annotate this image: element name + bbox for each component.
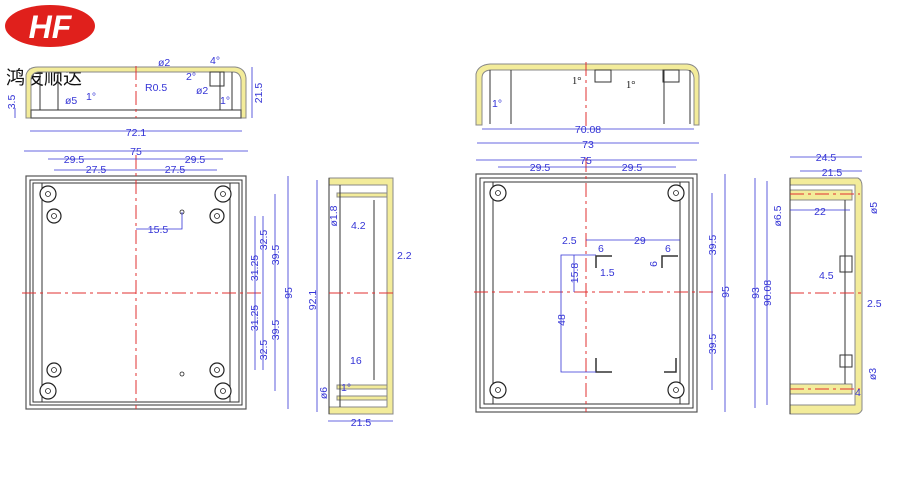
dim-1deg-side: 1° xyxy=(341,382,351,394)
dim-31-25-top: 31.25 xyxy=(249,255,261,281)
dim-3-5: 3.5 xyxy=(6,95,18,110)
dim-39-5-bottom: 39.5 xyxy=(270,320,282,341)
dim-29: 29 xyxy=(634,235,646,247)
dim-r0-5: R0.5 xyxy=(145,82,167,94)
dim-21-5-side: 21.5 xyxy=(351,417,372,429)
dim-2-5-side: 2.5 xyxy=(867,298,882,310)
dim-phi5-r: ø5 xyxy=(868,202,880,214)
dim-95: 95 xyxy=(283,287,295,299)
dim-48: 48 xyxy=(556,314,568,326)
dim-4-5: 4.5 xyxy=(819,270,834,282)
dim-phi3: ø3 xyxy=(867,368,879,380)
dim-29-5-r-right: 29.5 xyxy=(622,162,643,174)
dim-2deg: 2° xyxy=(186,71,196,83)
dim-90-08: 90.08 xyxy=(762,280,774,306)
dim-39-5-top: 39.5 xyxy=(270,245,282,266)
dim-phi2: ø2 xyxy=(158,57,170,69)
dim-4deg: 4° xyxy=(210,55,220,67)
dim-15-5: 15.5 xyxy=(148,224,169,236)
dim-92-1: 92.1 xyxy=(307,290,319,311)
right-plan-view: 75 29.5 29.5 95 39.5 39.5 2.5 29 6 6 6 1… xyxy=(474,155,732,413)
dim-4-2: 4.2 xyxy=(351,220,366,232)
dim-phi6: ø6 xyxy=(318,387,330,399)
dim-75-r: 75 xyxy=(580,155,592,167)
dim-31-25-bottom: 31.25 xyxy=(249,305,261,331)
dim-15-8: 15.8 xyxy=(569,263,581,284)
logo-text: HF xyxy=(29,9,73,45)
dim-27-5-left: 27.5 xyxy=(86,164,107,176)
dim-1deg-a: 1° xyxy=(572,76,581,87)
dim-phi5: ø5 xyxy=(65,95,77,107)
dim-24-5: 24.5 xyxy=(816,152,837,164)
dim-16: 16 xyxy=(350,355,362,367)
dim-29-5-r-left: 29.5 xyxy=(530,162,551,174)
left-side-view: 92.1 21.5 ø1.8 4.2 2.2 16 ø6 1° xyxy=(307,177,412,429)
dim-1deg-c: 1° xyxy=(492,98,502,110)
dim-29-5-left: 29.5 xyxy=(64,154,85,166)
dim-29-5-right: 29.5 xyxy=(185,154,206,166)
dim-1deg-b: 1° xyxy=(86,91,96,103)
dim-1deg-b: 1° xyxy=(626,80,635,91)
dim-73: 73 xyxy=(582,139,594,151)
dim-6-c: 6 xyxy=(648,261,660,267)
dim-1-5: 1.5 xyxy=(600,267,615,279)
top-left-section-view: 72.1 21.5 3.5 ø2 R0.5 2° 4° ø2 1° 1° ø5 xyxy=(6,55,265,139)
dim-6-a: 6 xyxy=(598,243,604,255)
dim-phi6-5: ø6.5 xyxy=(772,205,784,226)
dim-39-5-r-bottom: 39.5 xyxy=(707,334,719,355)
dim-1deg: 1° xyxy=(220,95,230,107)
dim-72-1: 72.1 xyxy=(126,127,147,139)
dim-2-5-r: 2.5 xyxy=(562,235,577,247)
dim-2-2: 2.2 xyxy=(397,250,412,262)
logo: HF xyxy=(5,5,95,47)
dim-95-r: 95 xyxy=(720,286,732,298)
dim-70-08: 70.08 xyxy=(575,124,601,136)
dim-21-5: 21.5 xyxy=(253,83,265,104)
dim-4: 4 xyxy=(855,387,861,399)
dim-21-5-r: 21.5 xyxy=(822,167,843,179)
dim-93: 93 xyxy=(750,287,762,299)
dim-phi2-b: ø2 xyxy=(196,85,208,97)
top-right-section-view: 70.08 73 1° 1° 1° xyxy=(475,62,700,151)
dim-39-5-r-top: 39.5 xyxy=(707,235,719,256)
dim-phi1-8: ø1.8 xyxy=(328,205,340,226)
dim-32-5-top: 32.5 xyxy=(258,230,270,251)
dim-75: 75 xyxy=(130,146,142,158)
dim-27-5-right: 27.5 xyxy=(165,164,186,176)
dim-32-5-bottom: 32.5 xyxy=(258,340,270,361)
left-plan-view: 75 29.5 29.5 27.5 27.5 15.5 95 39.5 39.5… xyxy=(22,146,295,410)
dim-6-b: 6 xyxy=(665,243,671,255)
dim-22: 22 xyxy=(814,206,826,218)
right-side-view: 24.5 21.5 22 ø6.5 ø5 93 90.08 4.5 2.5 ø3… xyxy=(750,152,882,415)
